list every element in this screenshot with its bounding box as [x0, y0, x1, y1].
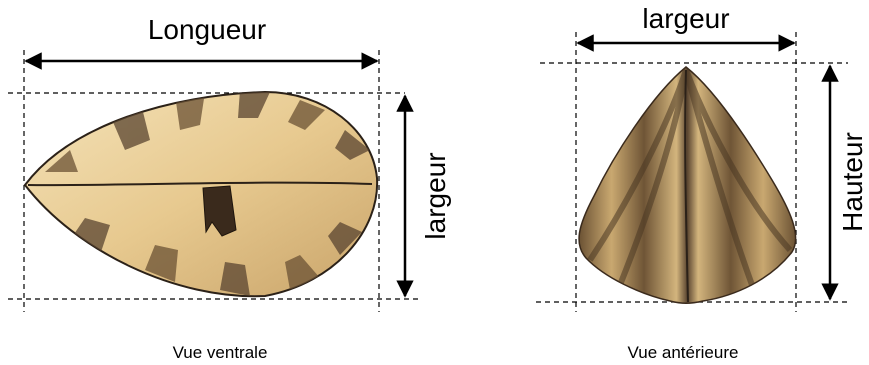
- length-label: Longueur: [148, 14, 266, 45]
- ventral-width-label: largeur: [420, 152, 451, 239]
- anterior-width-label: largeur: [642, 3, 729, 34]
- height-label: Hauteur: [837, 132, 868, 232]
- ventral-caption: Vue ventrale: [173, 343, 268, 362]
- anterior-shell-illustration: [579, 67, 796, 303]
- ventral-shell-illustration: [25, 90, 377, 296]
- anterior-view: largeur Hauteur Vue antérieure: [536, 3, 868, 362]
- ventral-view: Longueur largeur: [8, 14, 451, 362]
- anterior-caption: Vue antérieure: [628, 343, 739, 362]
